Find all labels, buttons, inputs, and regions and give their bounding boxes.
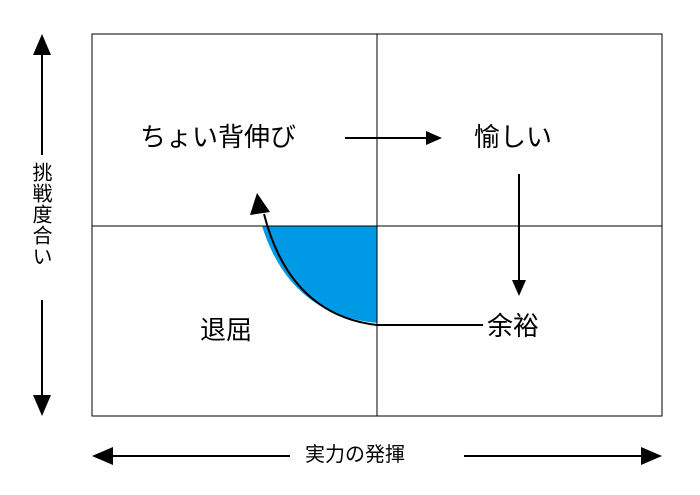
arrowhead-down-icon bbox=[512, 280, 526, 296]
quadrant-label-bottom-right: 余裕 bbox=[487, 312, 540, 342]
arrowhead-left-icon bbox=[92, 447, 113, 465]
x-axis-arrow bbox=[92, 447, 662, 465]
quadrant-label-top-right: 愉しい bbox=[474, 123, 553, 153]
arrowhead-right-icon bbox=[641, 447, 662, 465]
flow-arrow-right bbox=[345, 131, 442, 145]
flow-arrow-down bbox=[512, 174, 526, 296]
highlight-region bbox=[262, 226, 377, 323]
quadrant-label-bottom-left: 退屈 bbox=[200, 316, 253, 346]
arrowhead-up-icon bbox=[33, 34, 51, 55]
flow-arrow-curve bbox=[250, 193, 483, 326]
arrowhead-right-icon bbox=[426, 131, 442, 145]
arrowhead-up-icon bbox=[250, 193, 270, 215]
x-axis-label: 実力の発揮 bbox=[299, 444, 411, 464]
arrowhead-down-icon bbox=[33, 395, 51, 416]
y-axis-label: 挑戦度合い bbox=[29, 162, 53, 267]
y-axis-arrow bbox=[33, 34, 51, 416]
quadrant-label-top-left: ちょい背伸び bbox=[140, 123, 297, 153]
